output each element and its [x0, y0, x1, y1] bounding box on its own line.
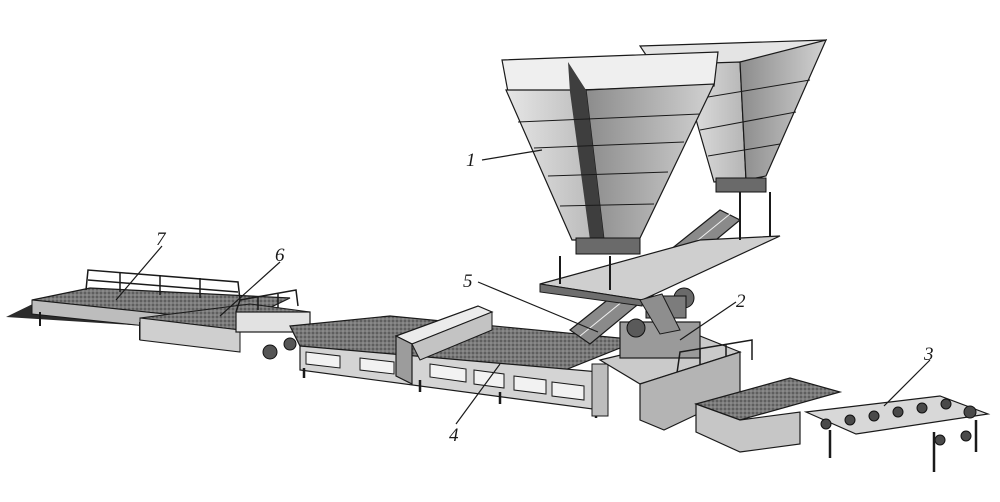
transfer-section: [139, 289, 311, 360]
front-hopper-right: [585, 83, 715, 241]
drive-wheel: [626, 318, 646, 338]
roller-conveyor: [694, 377, 991, 472]
transfer-roller: [262, 344, 278, 360]
transfer-section-railing: [235, 289, 299, 313]
callout-7: 7: [156, 229, 166, 250]
forming-conveyor-windows: [305, 351, 585, 401]
leader-3: [883, 359, 931, 407]
forming-bed-side: [695, 403, 801, 453]
leader-7: [115, 245, 163, 301]
hopper-supports: [559, 192, 771, 290]
callout-6: 6: [275, 245, 285, 266]
transfer-section-body: [139, 317, 241, 353]
press-hood-front: [395, 335, 413, 385]
leader-2: [679, 301, 737, 341]
leader-6: [219, 261, 281, 317]
rear-hopper-right: [739, 39, 828, 181]
receiving-table-railing: [85, 269, 241, 301]
roller-conveyor-legs: [828, 420, 978, 472]
callout-5: 5: [463, 271, 473, 292]
rear-hopper-outlet: [715, 177, 767, 193]
rear-hopper-bands: [689, 79, 811, 157]
transfer-roller-2: [283, 337, 297, 351]
hopper-platform-edge: [539, 283, 643, 307]
forming-conveyor: [289, 305, 641, 418]
leader-5: [477, 281, 599, 333]
press-hood-side: [411, 311, 493, 361]
front-hopper-rib: [568, 62, 604, 240]
stairs: [591, 363, 609, 417]
leader-1: [481, 149, 543, 161]
roller-conveyor-rollers: [820, 398, 977, 446]
leader-4: [455, 363, 501, 425]
callout-2: 2: [736, 291, 746, 312]
callout-1: 1: [466, 150, 476, 171]
hopper-assembly: [501, 39, 828, 335]
forming-conveyor-deck: [289, 315, 641, 373]
hopper-chute: [639, 293, 681, 335]
front-hopper-outlet: [575, 237, 641, 255]
front-hopper-top: [501, 51, 719, 93]
callout-3: 3: [924, 344, 934, 365]
callout-4: 4: [449, 425, 459, 446]
leader-lines: [115, 149, 931, 425]
front-hopper-bands: [517, 113, 701, 207]
